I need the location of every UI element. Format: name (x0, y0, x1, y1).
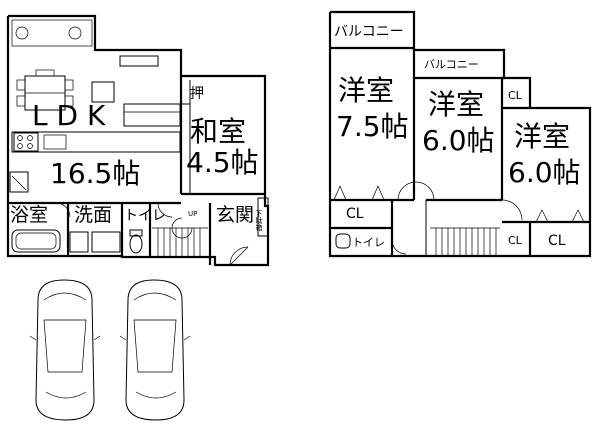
washitsu-label: 和室 (190, 115, 246, 148)
room-right-size: 6.0帖 (508, 156, 581, 189)
stair-up-label: UP (188, 210, 197, 218)
balcony-center-label: バルコニー (424, 58, 479, 71)
balcony-left-label: バルコニー (334, 24, 404, 40)
bathroom-label: 浴室 (10, 204, 48, 226)
room-right-label: 洋室 (514, 120, 570, 153)
second-floor-toilet-label: トイレ (352, 236, 385, 249)
car-left (29, 279, 101, 421)
room-left-label: 洋室 (338, 74, 394, 107)
first-floor-stairs (152, 217, 208, 256)
closet-upper-label: CL (508, 89, 523, 102)
room-center-label: 洋室 (428, 88, 484, 121)
room-center-size: 6.0帖 (422, 124, 495, 157)
ldk-size: 16.5帖 (50, 157, 140, 190)
car-right (119, 279, 191, 421)
first-floor-toilet-label: トイレ (124, 208, 166, 224)
oshiire-label: 押 (190, 86, 204, 102)
second-floor-plan (328, 10, 592, 258)
closet-right-label: CL (548, 233, 566, 249)
closet-small-label: CL (508, 234, 523, 247)
first-floor-plan (6, 14, 270, 267)
washroom-label: 洗面 (74, 204, 112, 226)
closet-left-label: CL (346, 206, 364, 222)
second-floor-stairs (430, 227, 500, 256)
washitsu-size: 4.5帖 (186, 146, 259, 179)
getabako-label: 下駄箱 (255, 210, 263, 232)
second-floor-outer-wall (328, 10, 592, 258)
room-left-size: 7.5帖 (336, 110, 409, 143)
ldk-label: L D K (32, 99, 106, 132)
genkan-label: 玄関 (216, 204, 254, 226)
